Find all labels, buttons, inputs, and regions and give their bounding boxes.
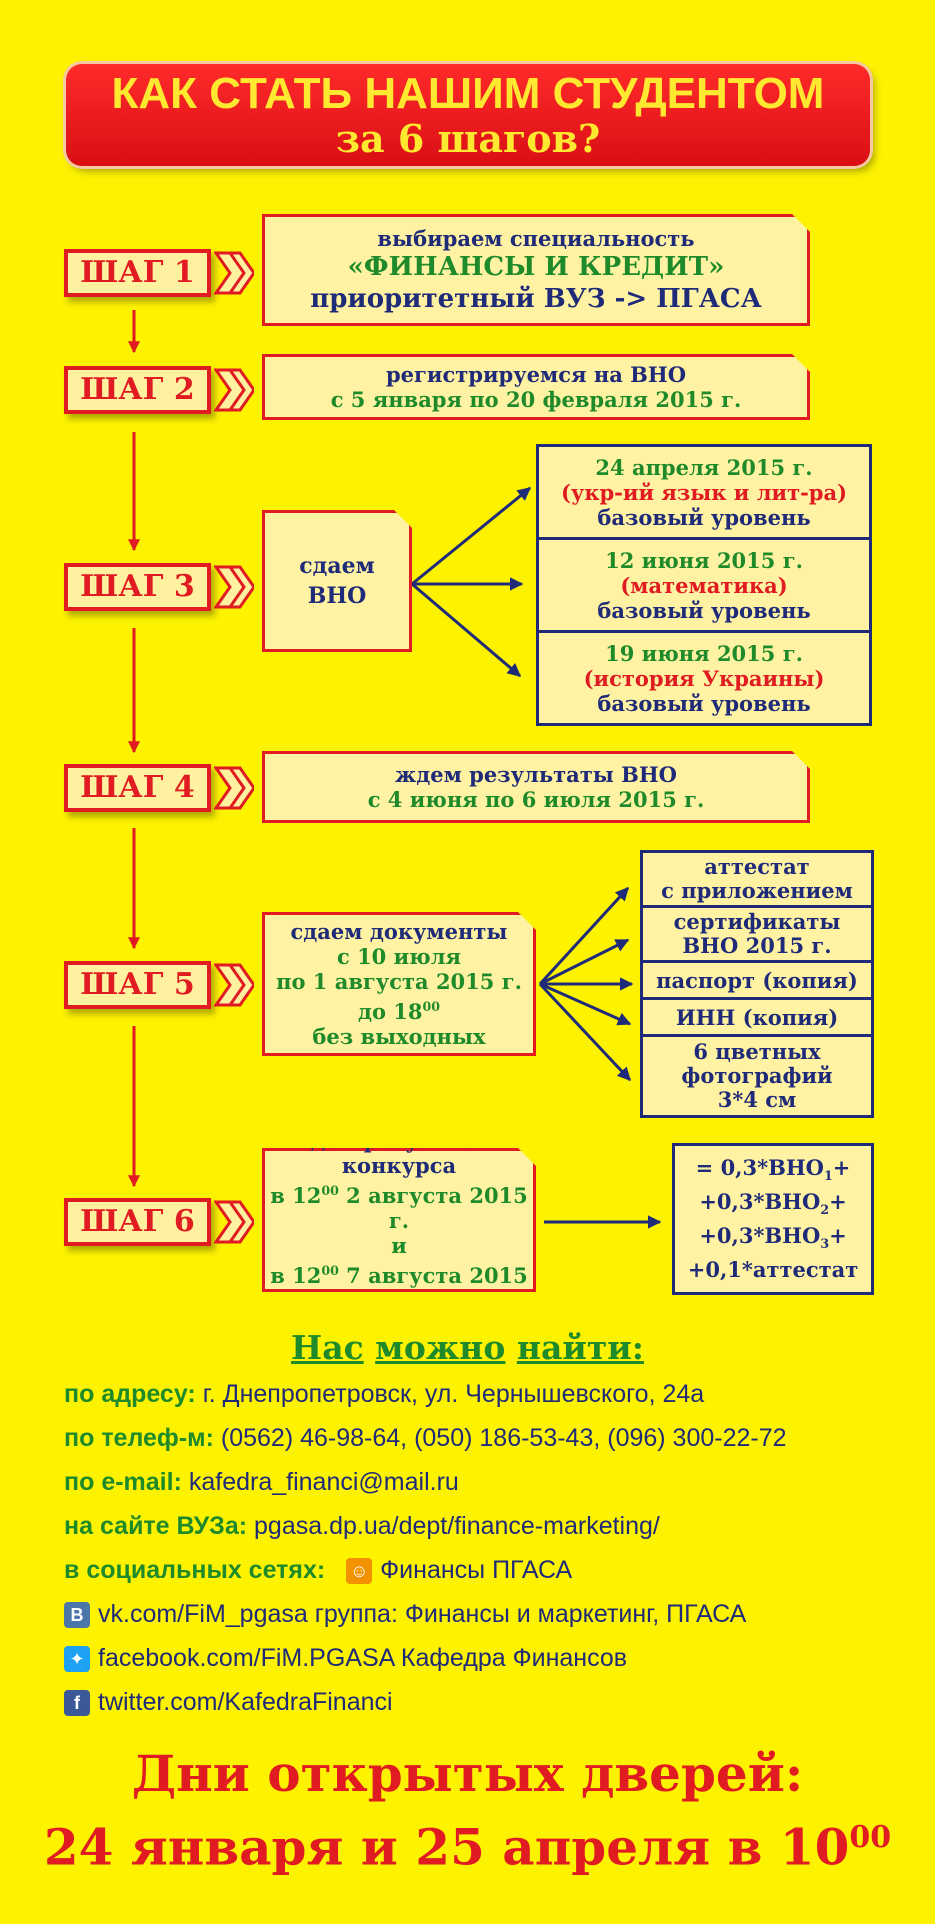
step-1-label: ШАГ 1: [64, 249, 211, 297]
contact-facebook[interactable]: ✦facebook.com/FiM.PGASA Кафедра Финансов: [64, 1644, 627, 1673]
step-2-box: регистрируемся на ВНО с 5 января по 20 ф…: [262, 354, 810, 420]
exam-item: 19 июня 2015 г. (история Украины) базовы…: [536, 630, 872, 726]
document-item: паспорт (копия): [640, 960, 874, 1000]
step-2-label: ШАГ 2: [64, 366, 211, 414]
chevron-right-icon: [214, 368, 254, 412]
chevron-right-icon: [214, 251, 254, 295]
contact-email[interactable]: по e-mail: kafedra_financi@mail.ru: [64, 1468, 459, 1496]
document-item: ИНН (копия): [640, 997, 874, 1037]
step-5-box: сдаем документы с 10 июля по 1 августа 2…: [262, 912, 536, 1056]
contact-address: по адресу: г. Днепропетровск, ул. Черныш…: [64, 1380, 705, 1408]
exam-list: 24 апреля 2015 г. (укр-ий язык и лит-ра)…: [536, 444, 872, 726]
chevron-right-icon: [214, 963, 254, 1007]
vk-icon: В: [64, 1602, 90, 1629]
arrow-doc-5: [538, 982, 632, 1082]
exam-item: 12 июня 2015 г. (математика) базовый уро…: [536, 537, 872, 633]
contact-phone: по телеф-м: (0562) 46-98-64, (050) 186-5…: [64, 1424, 787, 1452]
contact-social: в социальных сетях: ☺Финансы ПГАСА: [64, 1556, 573, 1585]
open-days: Дни открытых дверей: 24 января и 25 апре…: [43, 1744, 892, 1877]
chevron-right-icon: [214, 565, 254, 609]
step-4-box: ждем результаты ВНО с 4 июня по 6 июля 2…: [262, 751, 810, 823]
exam-item: 24 апреля 2015 г. (укр-ий язык и лит-ра)…: [536, 444, 872, 540]
step-1-box: выбираем специальность «ФИНАНСЫ И КРЕДИТ…: [262, 214, 810, 326]
chevron-right-icon: [214, 766, 254, 810]
twitter-icon: ✦: [64, 1646, 90, 1673]
contact-site[interactable]: на сайте ВУЗа: pgasa.dp.ua/dept/finance-…: [64, 1512, 660, 1540]
step-5-label: ШАГ 5: [64, 961, 211, 1009]
arrow-doc-1: [538, 886, 630, 986]
facebook-icon: f: [64, 1690, 90, 1717]
arrow-doc-2: [539, 938, 630, 986]
step-3-label: ШАГ 3: [64, 563, 211, 611]
step-6-label: ШАГ 6: [64, 1198, 211, 1246]
page-title: КАК СТАТЬ НАШИМ СТУДЕНТОМ за 6 шагов?: [66, 64, 870, 166]
arrow-exam-3: [411, 582, 522, 678]
arrow-doc-4: [539, 982, 632, 1026]
odnoklassniki-icon: ☺: [346, 1558, 373, 1585]
formula-box: = 0,3*ВНО1+ +0,3*ВНО2+ +0,3*ВНО3+ +0,1*а…: [672, 1143, 874, 1295]
arrow-exam-1: [411, 486, 532, 586]
step-3-box: сдаем ВНО: [262, 510, 412, 652]
step-4-label: ШАГ 4: [64, 764, 211, 812]
contacts-heading: Нас можно найти:: [291, 1328, 644, 1367]
chevron-right-icon: [214, 1200, 254, 1244]
step-6-box: ждем результаты конкурса в 1200 2 август…: [262, 1148, 536, 1292]
